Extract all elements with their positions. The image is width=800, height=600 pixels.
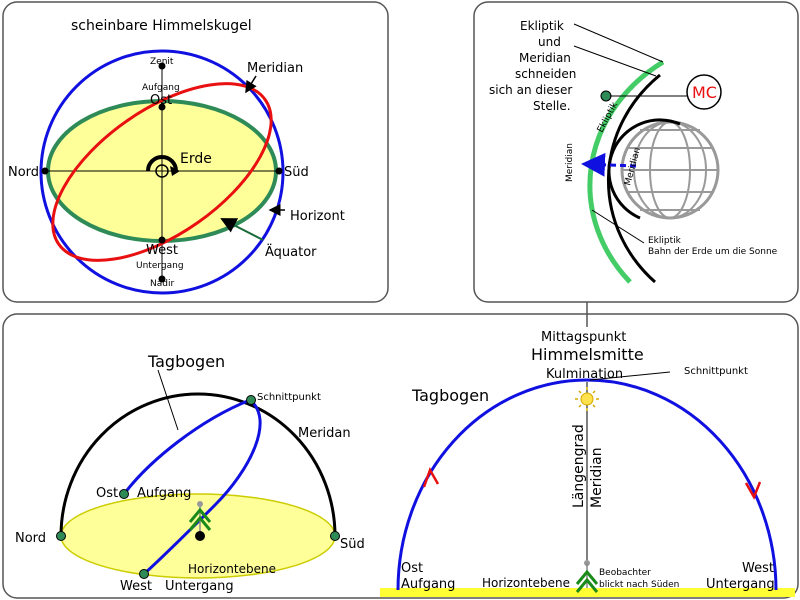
- schnittpunkt-point: [246, 395, 256, 405]
- observer-point: [195, 531, 205, 541]
- note-line-6: Stelle.: [533, 99, 571, 113]
- globe-icon: [607, 118, 720, 220]
- sphere-title: scheinbare Himmelskugel: [71, 18, 252, 34]
- panel-midheaven: MC Ekliptik und Meridian schneiden sich …: [473, 1, 799, 303]
- untergang-label: Untergang: [165, 579, 234, 594]
- sued-label: Süd: [284, 165, 309, 180]
- ost-label: Ost: [401, 561, 423, 576]
- arc-direction-arrow-left: [422, 467, 440, 488]
- nord-point: [56, 531, 66, 541]
- meridian-arc-label: Meridian: [565, 143, 575, 182]
- schnittpunkt-leader: [589, 371, 671, 381]
- intersection-point: [600, 90, 612, 102]
- note-line-1: Ekliptik: [520, 19, 564, 33]
- sued-label: Süd: [340, 537, 365, 552]
- aufgang-label-top: Aufgang: [142, 83, 180, 93]
- orbit-label-2: Bahn der Erde um die Sonne: [648, 247, 778, 257]
- note-line-5: sich an dieser: [489, 83, 572, 97]
- sky-arc-diagram: Mittagspunkt Himmelsmitte Kulmination Sc…: [380, 330, 795, 597]
- day-arc: [396, 378, 778, 591]
- erde-label: Erde: [180, 151, 212, 167]
- direction-arrow: [581, 152, 637, 177]
- ost-label: Ost: [96, 486, 118, 501]
- note-leader-2: [573, 45, 657, 77]
- note-leader-1: [573, 23, 664, 63]
- observer-icon: [188, 507, 212, 531]
- orbit-label-1: Ekliptik: [648, 236, 682, 246]
- schnittpunkt-label: Schnittpunkt: [684, 366, 748, 377]
- untergang-label-bottom: Untergang: [136, 261, 184, 271]
- zenit-label: Zenit: [150, 57, 174, 67]
- earth-marker: [155, 164, 169, 178]
- tagbogen-label: Tagbogen: [411, 386, 489, 405]
- horizon-band: [380, 588, 795, 597]
- nadir-label: Nadir: [150, 279, 174, 289]
- observer-icon: [575, 569, 599, 593]
- arc-direction-arrow-right: [744, 481, 762, 500]
- ost-point: [158, 103, 166, 111]
- himmelsmitte-label: Himmelsmitte: [531, 345, 644, 364]
- tagbogen-label: Tagbogen: [147, 352, 225, 371]
- west-label: West: [120, 579, 152, 594]
- dome-diagram: Tagbogen Schnittpunkt Meridan Ost Aufgan…: [15, 352, 365, 594]
- west-label: West: [742, 561, 774, 576]
- sun-icon: [575, 387, 599, 411]
- aufgang-label: Aufgang: [401, 577, 455, 592]
- nord-label: Nord: [8, 165, 39, 180]
- untergang-label: Untergang: [706, 577, 775, 592]
- sued-point: [275, 167, 283, 175]
- meridian-label: Meridian: [589, 447, 605, 508]
- rotation-arrow-icon: [146, 155, 178, 172]
- ost-point: [119, 489, 129, 499]
- meridian-label: Meridian: [247, 61, 303, 76]
- aequator-pointer: [220, 218, 264, 241]
- aequator-label: Äquator: [265, 244, 317, 260]
- laengengrad-label: Längengrad: [571, 424, 587, 508]
- sued-point: [330, 531, 340, 541]
- meridian-pointer: [245, 75, 257, 94]
- blickt-label: blickt nach Süden: [599, 580, 679, 590]
- meridian-dome: [59, 392, 337, 537]
- orbit-leader: [591, 209, 645, 244]
- celestial-sphere: [39, 49, 285, 295]
- note-line-3: Meridian: [519, 51, 571, 65]
- ost-label: Ost: [150, 93, 172, 108]
- celestial-equator: [51, 82, 273, 262]
- horizont-label: Horizont: [290, 209, 345, 224]
- aufgang-label: Aufgang: [137, 486, 191, 501]
- nadir-point: [158, 275, 166, 283]
- meridian-label: Meridan: [298, 426, 351, 441]
- horizontebene-label: Horizontebene: [188, 562, 276, 576]
- zenit-point: [158, 62, 166, 70]
- mc-badge-text: MC: [692, 83, 717, 102]
- nord-point: [41, 167, 49, 175]
- tagbogen-leader: [157, 369, 179, 431]
- west-label: West: [146, 243, 178, 258]
- mittagspunkt-label: Mittagspunkt: [541, 330, 626, 345]
- west-point: [139, 569, 149, 579]
- panel-day-arc: Tagbogen Schnittpunkt Meridan Ost Aufgan…: [2, 302, 799, 599]
- schnittpunkt-label: Schnittpunkt: [257, 392, 321, 403]
- nord-label: Nord: [15, 531, 46, 546]
- day-arc: [122, 398, 262, 576]
- note-line-4: schneiden: [515, 67, 576, 81]
- horizontebene-label: Horizontebene: [482, 576, 570, 590]
- kulmination-label: Kulmination: [546, 367, 623, 382]
- note-line-2: und: [538, 35, 561, 49]
- west-point: [158, 236, 166, 244]
- mc-badge: [686, 74, 722, 110]
- beobachter-label: Beobachter: [599, 568, 651, 578]
- panel-celestial-sphere: scheinbare Himmelskugel Zenit Aufgang Os…: [2, 1, 389, 303]
